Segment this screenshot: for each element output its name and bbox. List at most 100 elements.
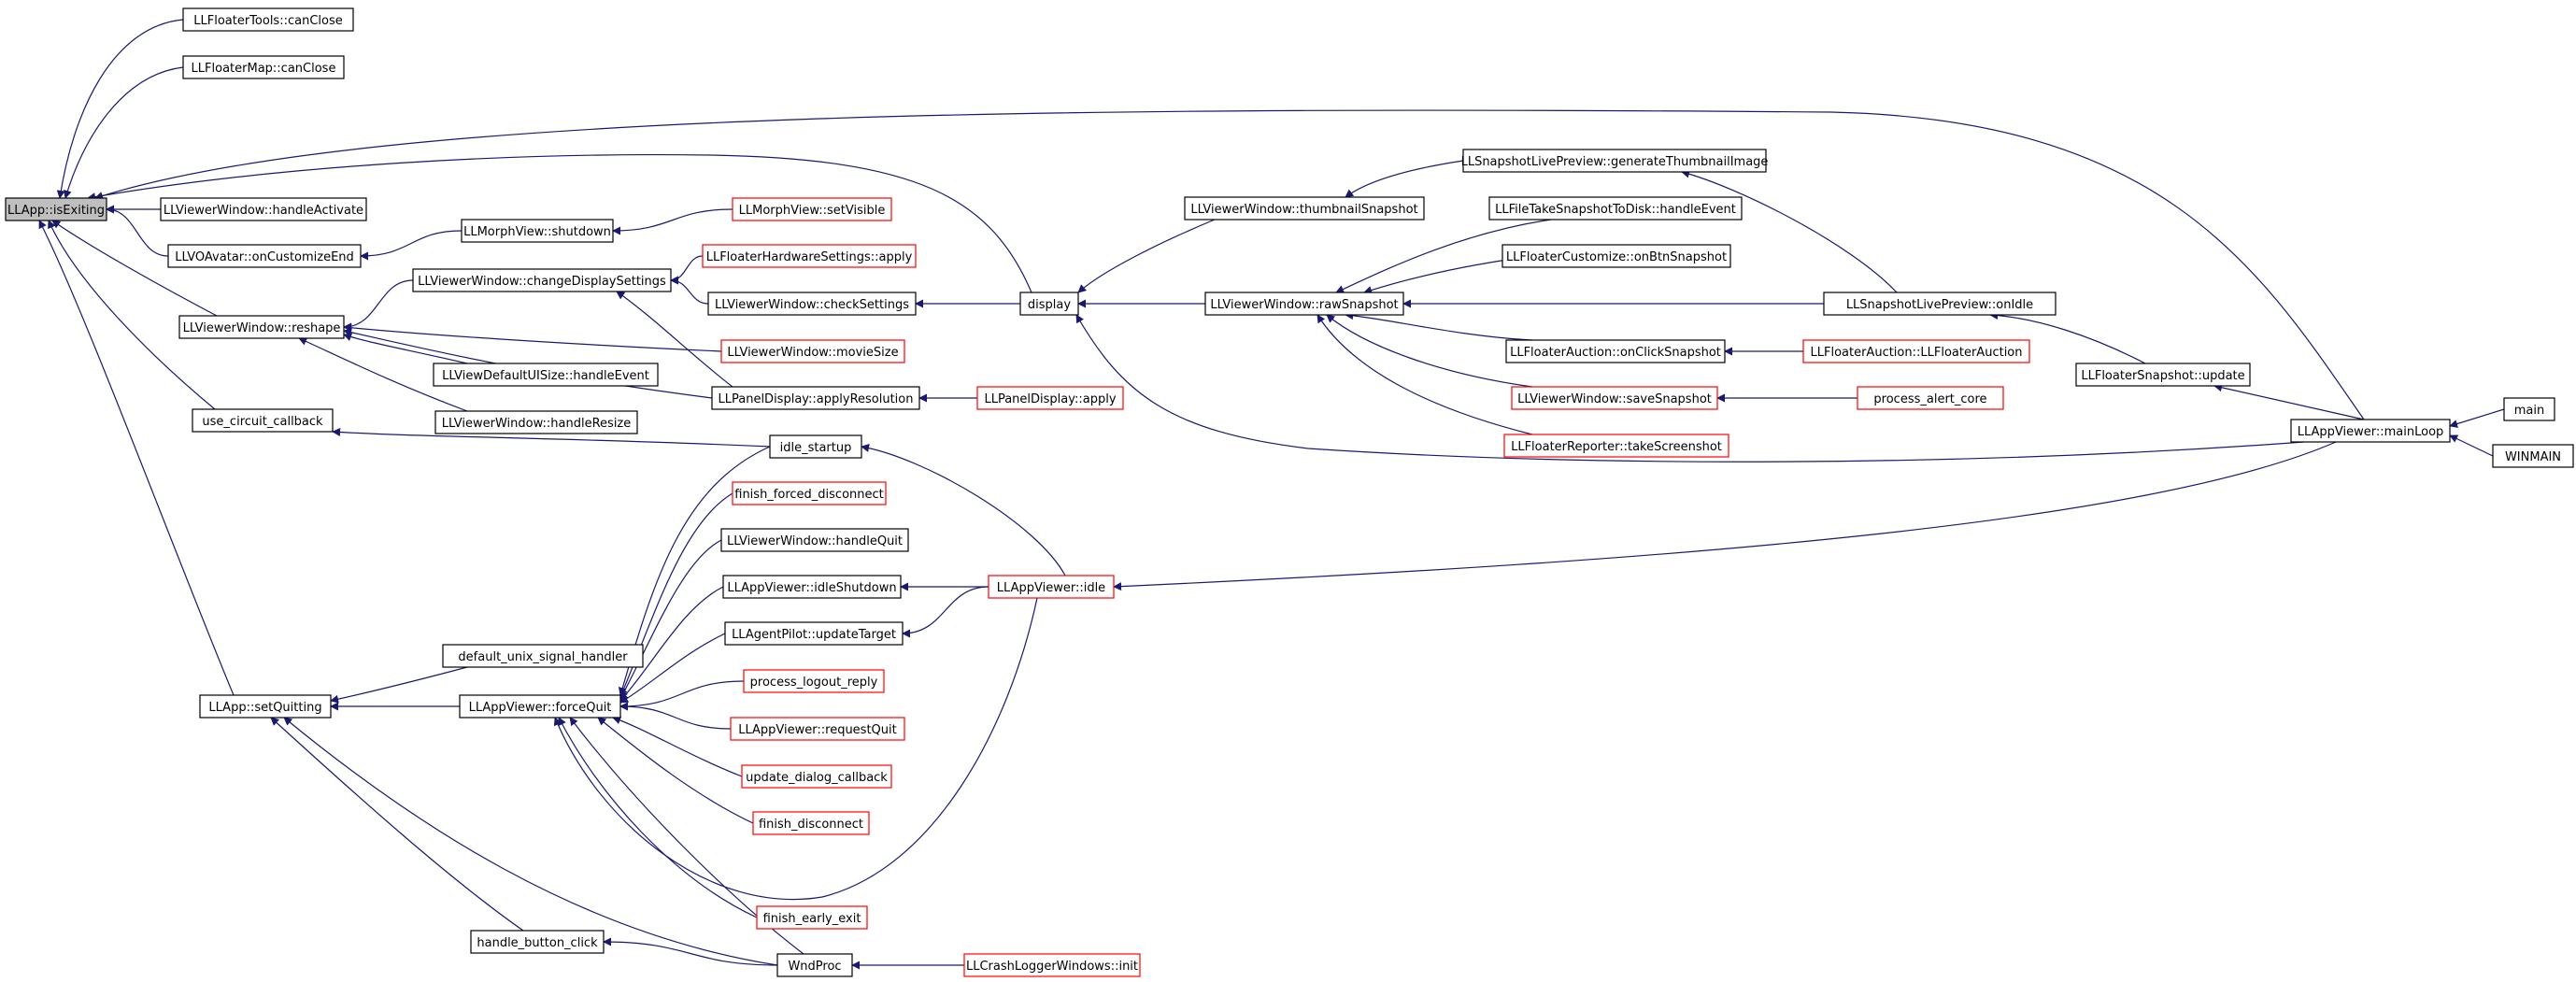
node-handleResize[interactable]: LLViewerWindow::handleResize xyxy=(434,410,638,434)
edge-mainLoop-to-isExiting xyxy=(94,109,2365,420)
node-handleButton[interactable]: handle_button_click xyxy=(470,930,605,954)
node-genThumb[interactable]: LLSnapshotLivePreview::generateThumbnail… xyxy=(1461,149,1769,173)
node-display[interactable]: display xyxy=(1019,292,1079,316)
edge-idleStartup-to-useCircuit xyxy=(332,428,771,448)
node-crashInit[interactable]: LLCrashLoggerWindows::init xyxy=(963,953,1141,977)
node-label: LLMorphView::shutdown xyxy=(463,225,611,239)
node-logoutReply[interactable]: process_logout_reply xyxy=(743,669,885,693)
node-box xyxy=(1204,292,1404,316)
edge-mainLoop-to-snapUpdate xyxy=(2213,383,2365,420)
edge-changeDisplay-to-reshape xyxy=(343,279,414,332)
node-label: LLAppViewer::forceQuit xyxy=(469,701,612,715)
node-label: LLMorphView::setVisible xyxy=(739,204,886,218)
node-changeDisplay[interactable]: LLViewerWindow::changeDisplaySettings xyxy=(412,268,672,292)
edge-hwApply-to-changeDisplay xyxy=(670,255,704,285)
node-box xyxy=(178,315,345,339)
node-onCustomizeEnd[interactable]: LLVOAvatar::onCustomizeEnd xyxy=(167,244,362,268)
node-morphSetVisible[interactable]: LLMorphView::setVisible xyxy=(732,197,892,221)
node-requestQuit[interactable]: LLAppViewer::requestQuit xyxy=(730,717,905,741)
node-box xyxy=(724,621,904,646)
node-auctionClick[interactable]: LLFloaterAuction::onClickSnapshot xyxy=(1505,339,1726,363)
node-wndProc[interactable]: WndProc xyxy=(776,953,853,977)
node-idleStartup[interactable]: idle_startup xyxy=(769,434,862,459)
edge-winmain-to-mainLoop xyxy=(2449,434,2494,457)
node-defaultSignal[interactable]: default_unix_signal_handler xyxy=(442,644,644,668)
node-label: LLPanelDisplay::applyResolution xyxy=(719,392,914,406)
node-handleActivate[interactable]: LLViewerWindow::handleActivate xyxy=(160,197,367,221)
node-label: update_dialog_callback xyxy=(746,771,888,785)
node-takeScreenshot[interactable]: LLFloaterReporter::takeScreenshot xyxy=(1503,434,1729,458)
node-box xyxy=(182,55,345,79)
node-box xyxy=(702,244,917,268)
node-finishEarly[interactable]: finish_early_exit xyxy=(756,905,868,930)
edge-morphShutdown-to-onCustomizeEnd xyxy=(360,230,463,261)
node-moviesize[interactable]: LLViewerWindow::movieSize xyxy=(720,339,905,363)
node-reshape[interactable]: LLViewerWindow::reshape xyxy=(178,315,345,339)
node-updateDialog[interactable]: update_dialog_callback xyxy=(741,764,892,789)
node-fileTake[interactable]: LLFileTakeSnapshotToDisk::handleEvent xyxy=(1488,196,1743,221)
node-isExiting[interactable]: LLApp::isExiting xyxy=(5,197,107,221)
node-box xyxy=(707,292,917,316)
node-custBtn[interactable]: LLFloaterCustomize::onBtnSnapshot xyxy=(1501,244,1731,268)
node-label: LLCrashLoggerWindows::init xyxy=(966,960,1138,974)
node-panelApply[interactable]: LLPanelDisplay::apply xyxy=(976,386,1124,410)
edge-auctionClick-to-rawSnapshot xyxy=(1345,311,1533,341)
node-idleShutdown[interactable]: LLAppViewer::idleShutdown xyxy=(722,575,902,599)
node-box xyxy=(730,717,905,741)
node-snapUpdate[interactable]: LLFloaterSnapshot::update xyxy=(2075,363,2251,387)
node-updateTarget[interactable]: LLAgentPilot::updateTarget xyxy=(724,621,904,646)
node-box xyxy=(1823,292,2057,316)
node-label: LLFloaterTools::canClose xyxy=(193,14,343,28)
edge-logoutReply-to-forceQuit xyxy=(619,680,745,711)
node-label: LLFloaterHardwareSettings::apply xyxy=(706,250,913,264)
node-box xyxy=(433,363,659,387)
node-label: LLFloaterReporter::takeScreenshot xyxy=(1511,440,1722,454)
node-morphShutdown[interactable]: LLMorphView::shutdown xyxy=(461,219,614,243)
node-appIdle[interactable]: LLAppViewer::idle xyxy=(988,575,1115,599)
node-toolsCanClose[interactable]: LLFloaterTools::canClose xyxy=(182,7,354,32)
node-auctionCtor[interactable]: LLFloaterAuction::LLFloaterAuction xyxy=(1802,339,2030,363)
edge-mapCanClose-to-isExiting xyxy=(63,66,184,199)
node-useCircuit[interactable]: use_circuit_callback xyxy=(192,408,334,433)
node-main[interactable]: main xyxy=(2503,397,2555,421)
edge-handleResize-to-reshape xyxy=(298,337,468,412)
node-handleQuit[interactable]: LLViewerWindow::handleQuit xyxy=(720,528,909,552)
edge-defaultSignal-to-setQuitting xyxy=(330,666,468,704)
node-thumbnailSnapshot[interactable]: LLViewerWindow::thumbnailSnapshot xyxy=(1184,196,1425,221)
node-box xyxy=(720,339,905,363)
node-box xyxy=(776,953,853,977)
node-onIdle[interactable]: LLSnapshotLivePreview::onIdle xyxy=(1823,292,2057,316)
node-setQuitting[interactable]: LLApp::setQuitting xyxy=(199,694,332,719)
node-saveSnapshot[interactable]: LLViewerWindow::saveSnapshot xyxy=(1511,386,1718,410)
node-label: process_logout_reply xyxy=(750,676,878,690)
node-label: LLAppViewer::requestQuit xyxy=(738,723,897,737)
node-label: LLPanelDisplay::apply xyxy=(984,392,1116,406)
node-box xyxy=(461,219,614,243)
node-forceQuit[interactable]: LLAppViewer::forceQuit xyxy=(459,694,621,719)
edge-appIdle-to-updateTarget xyxy=(902,586,989,638)
edge-moviesize-to-reshape xyxy=(343,323,722,352)
node-finishForced[interactable]: finish_forced_disconnect xyxy=(732,481,887,505)
node-box xyxy=(1505,339,1726,363)
node-defaultUISize[interactable]: LLViewDefaultUISize::handleEvent xyxy=(433,363,659,387)
node-box xyxy=(442,644,644,668)
node-label: process_alert_core xyxy=(1873,392,1986,406)
node-hwApply[interactable]: LLFloaterHardwareSettings::apply xyxy=(702,244,917,268)
edge-applyResolution-to-reshape xyxy=(343,328,713,399)
node-label: LLAppViewer::idle xyxy=(997,581,1105,595)
node-box xyxy=(1501,244,1731,268)
edge-layer xyxy=(38,19,2505,970)
node-mapCanClose[interactable]: LLFloaterMap::canClose xyxy=(182,55,345,79)
node-rawSnapshot[interactable]: LLViewerWindow::rawSnapshot xyxy=(1204,292,1404,316)
node-mainLoop[interactable]: LLAppViewer::mainLoop xyxy=(2290,419,2451,443)
edge-applyResolution-to-changeDisplay xyxy=(616,291,733,388)
node-box xyxy=(752,811,870,835)
edge-handleQuit-to-forceQuit xyxy=(619,539,722,700)
node-applyResolution[interactable]: LLPanelDisplay::applyResolution xyxy=(711,386,920,410)
node-checkSettings[interactable]: LLViewerWindow::checkSettings xyxy=(707,292,917,316)
node-winmain[interactable]: WINMAIN xyxy=(2492,444,2574,468)
edge-finishEarly-to-forceQuit xyxy=(558,717,758,918)
node-alertCore[interactable]: process_alert_core xyxy=(1857,386,2004,410)
node-finishDisconnect[interactable]: finish_disconnect xyxy=(752,811,870,835)
edge-mainLoop-to-appIdle xyxy=(1113,441,2337,591)
